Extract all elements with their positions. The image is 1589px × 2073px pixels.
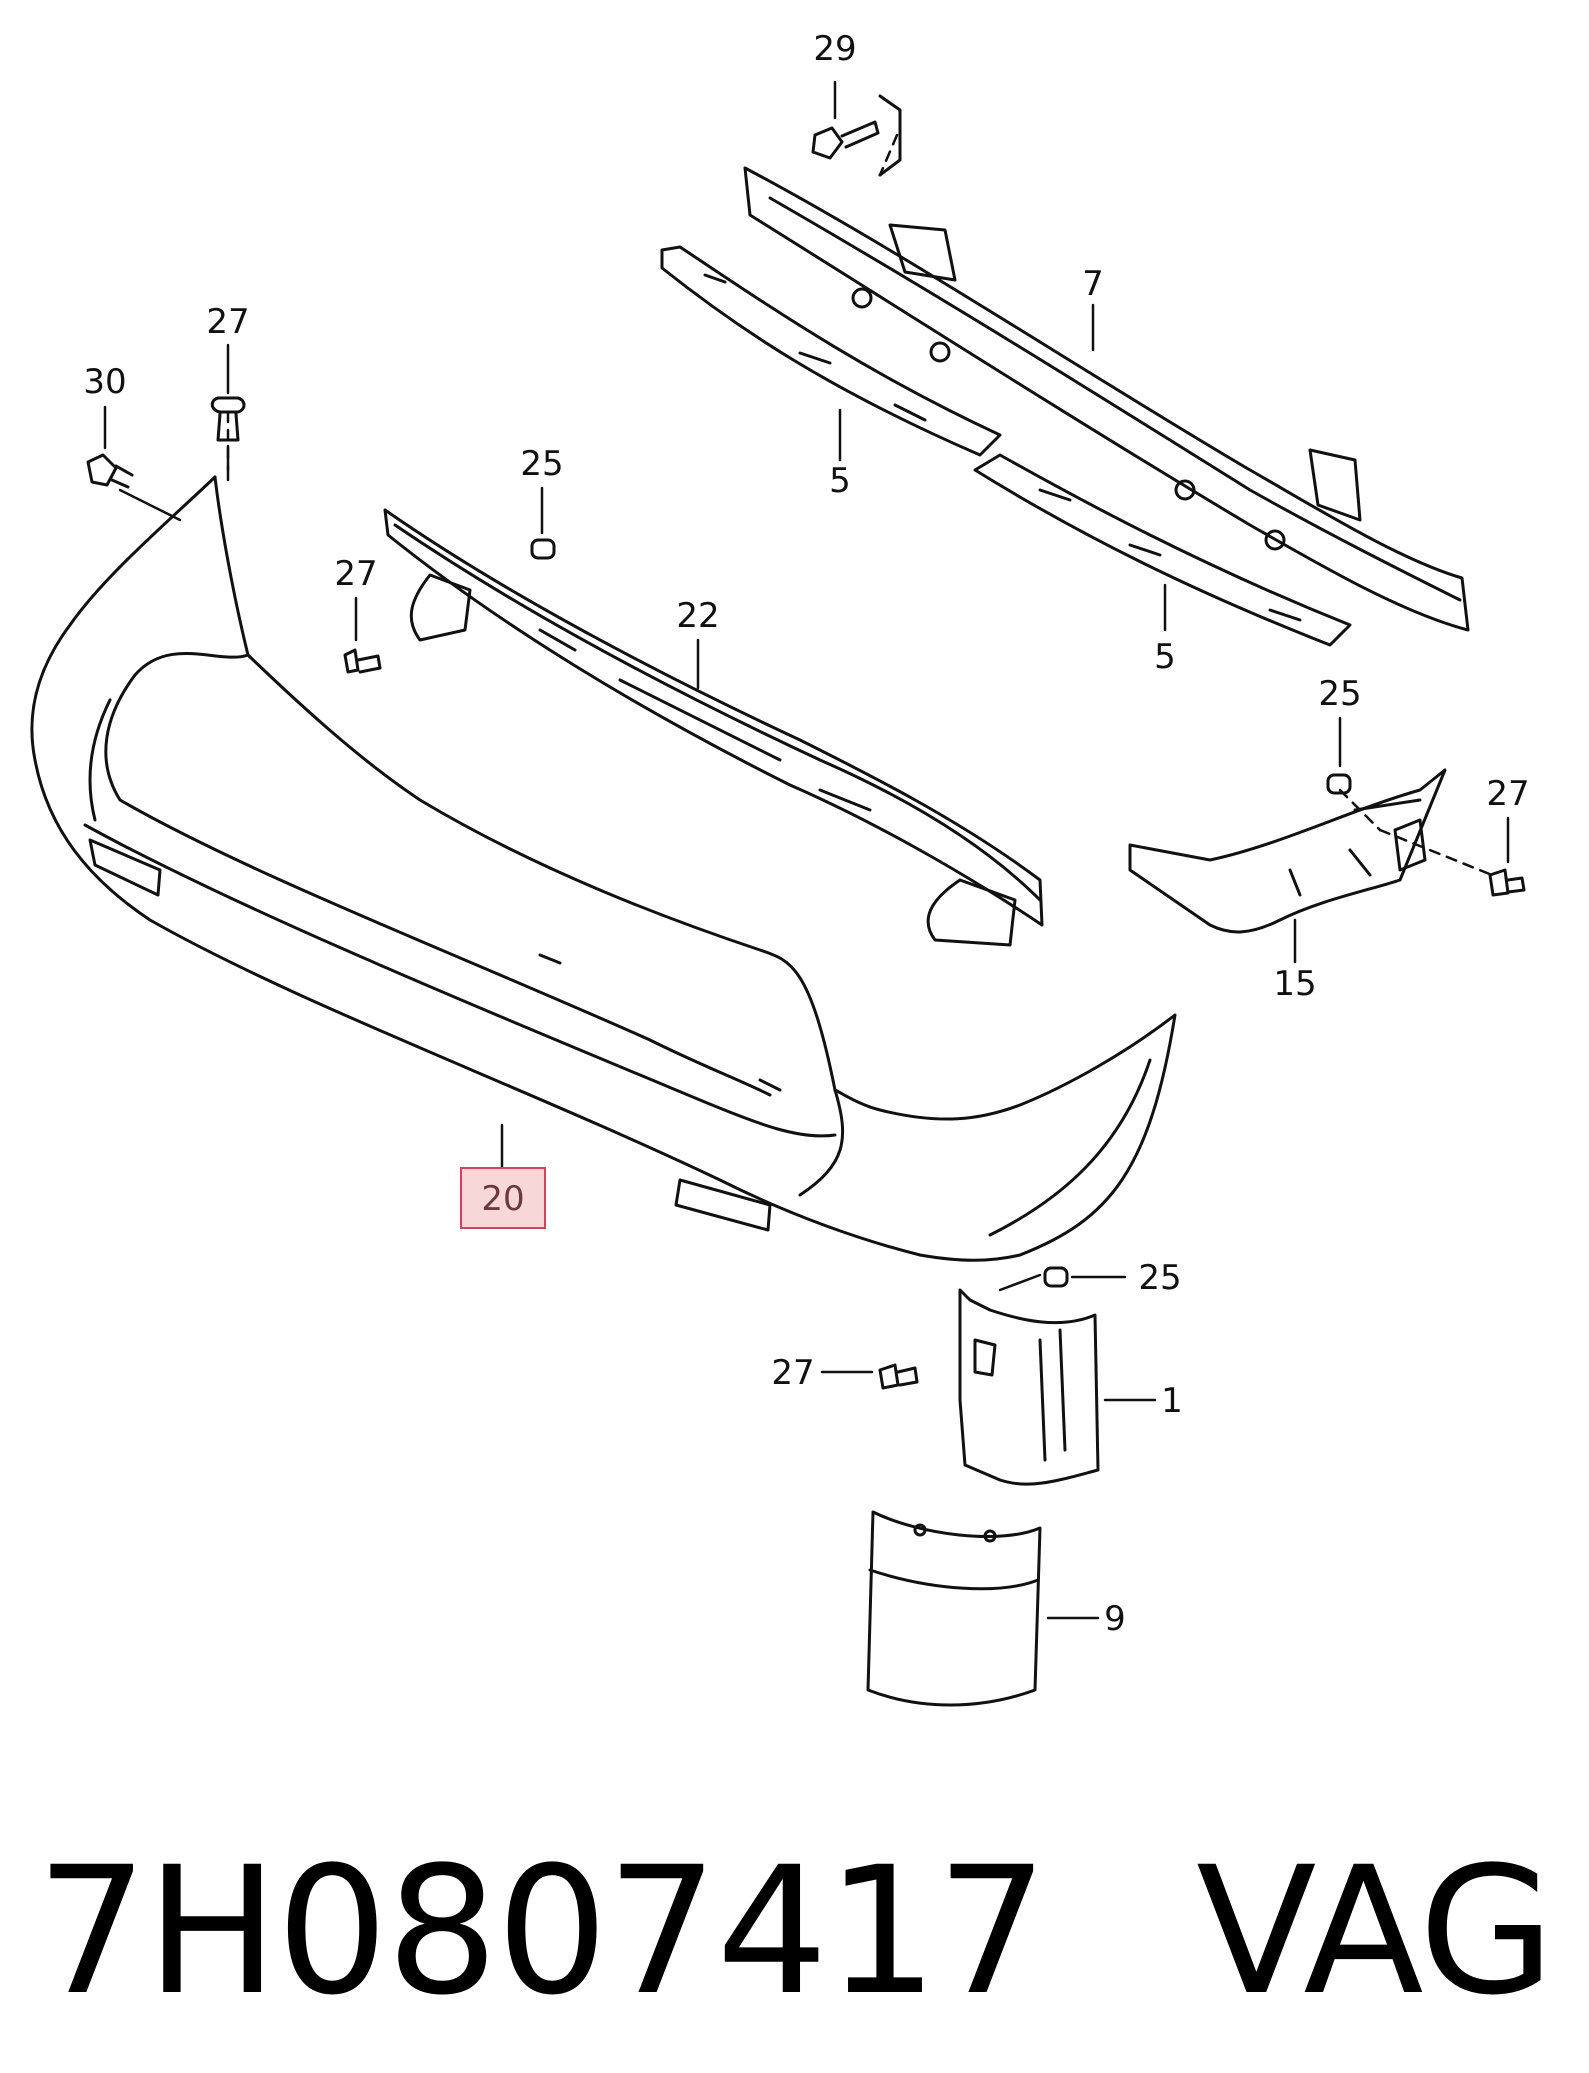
callout-1[interactable]: 1 bbox=[1161, 1381, 1183, 1421]
callout-27-right[interactable]: 27 bbox=[1486, 774, 1529, 814]
spreader-rivet-27-right bbox=[1488, 868, 1526, 897]
callout-27-top[interactable]: 27 bbox=[206, 302, 249, 342]
lateral-guide bbox=[958, 1288, 1100, 1486]
callout-5-right[interactable]: 5 bbox=[1154, 637, 1176, 677]
callout-25-guide[interactable]: 25 bbox=[1138, 1258, 1181, 1298]
callout-22[interactable]: 22 bbox=[676, 596, 719, 636]
callout-29[interactable]: 29 bbox=[813, 29, 856, 69]
dashed-guides bbox=[226, 133, 1494, 877]
highlight-box bbox=[460, 1167, 546, 1229]
callout-25-carrier[interactable]: 25 bbox=[520, 444, 563, 484]
bolt-30 bbox=[86, 453, 134, 489]
spreader-rivet-27-left bbox=[343, 648, 382, 674]
leader-lines bbox=[103, 80, 1510, 1620]
parts-diagram: 29 7 5 5 27 30 25 27 22 25 27 15 20 25 2… bbox=[30, 29, 1530, 1707]
part-caption: 7H0807417 VAG bbox=[36, 1816, 1556, 2046]
retaining-strip-right bbox=[973, 453, 1352, 647]
impact-absorber bbox=[743, 94, 1470, 632]
clip-nut-25-guide bbox=[1043, 1266, 1069, 1288]
callout-27-guide[interactable]: 27 bbox=[771, 1353, 814, 1393]
part-number: 7H0807417 bbox=[36, 1828, 1048, 2034]
callout-20[interactable]: 20 bbox=[481, 1179, 524, 1219]
brand-name: VAG bbox=[1196, 1828, 1555, 2034]
clip-nut-25-carrier bbox=[530, 538, 556, 560]
bumper-carrier bbox=[383, 508, 1044, 947]
retaining-strip-left bbox=[660, 245, 1002, 457]
spreader-rivet-27-guide bbox=[878, 1363, 919, 1390]
bumper-cover bbox=[30, 475, 1177, 1262]
reflector-cover bbox=[866, 1510, 1042, 1707]
callout-25-bracket[interactable]: 25 bbox=[1318, 674, 1361, 714]
callout-15[interactable]: 15 bbox=[1273, 964, 1316, 1004]
callout-9[interactable]: 9 bbox=[1104, 1599, 1126, 1639]
screw-29 bbox=[811, 120, 880, 160]
side-bracket-right bbox=[1128, 768, 1447, 934]
callout-7[interactable]: 7 bbox=[1082, 264, 1104, 304]
callout-27-left[interactable]: 27 bbox=[334, 554, 377, 594]
callout-5-left[interactable]: 5 bbox=[829, 461, 851, 501]
clip-nut-25-bracket bbox=[1326, 773, 1352, 795]
callout-30[interactable]: 30 bbox=[83, 362, 126, 402]
